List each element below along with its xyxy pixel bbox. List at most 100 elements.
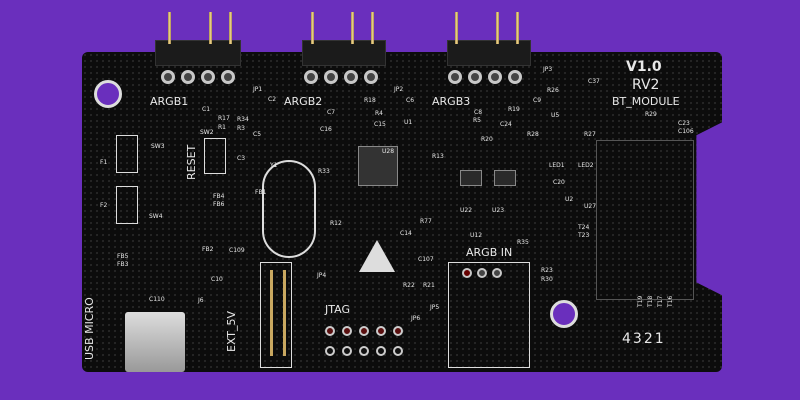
silkscreen-label-jp4: JP4 [317, 272, 327, 279]
silkscreen-label-t23: T23 [578, 232, 590, 239]
reset-label: RESET [185, 144, 198, 180]
silkscreen-label-t24: T24 [578, 224, 590, 231]
header-pin [371, 12, 374, 44]
silkscreen-label-fb3: FB3 [117, 261, 129, 268]
silkscreen-label-r27: R27 [584, 131, 596, 138]
silkscreen-label-c20: C20 [553, 179, 565, 186]
silkscreen-label-c16: C16 [320, 126, 332, 133]
switch-sw4[interactable] [116, 186, 138, 224]
jtag-pin [359, 326, 369, 336]
pad [181, 70, 195, 84]
silkscreen-label-r30: R30 [541, 276, 553, 283]
version-label: V1.0 [626, 59, 662, 75]
silkscreen-label-led2: LED2 [578, 162, 594, 169]
mcu-chip [358, 146, 398, 186]
jtag-label: JTAG [325, 303, 350, 316]
pad [488, 70, 502, 84]
silkscreen-label-r5: R5 [473, 117, 481, 124]
silkscreen-label-r29: R29 [645, 111, 657, 118]
mounting-hole [550, 300, 578, 328]
silkscreen-label-r1: R1 [218, 124, 226, 131]
silkscreen-label-r77: R77 [420, 218, 432, 225]
silkscreen-label-sw2: SW2 [200, 129, 214, 136]
pad [344, 70, 358, 84]
jtag-pin [393, 346, 403, 356]
argb-in-pad [492, 268, 502, 278]
silkscreen-label-j6: J6 [198, 297, 204, 304]
jtag-pin [393, 326, 403, 336]
silkscreen-label-u27: U27 [584, 203, 597, 210]
silkscreen-label-c109: C109 [229, 247, 245, 254]
argb-in-outline [448, 262, 530, 368]
silkscreen-label-r18: R18 [364, 97, 376, 104]
silkscreen-label-r34: R34 [237, 116, 249, 123]
bt-module-outline [596, 140, 694, 300]
silkscreen-label-r33: R33 [318, 168, 330, 175]
jumper-pin [270, 270, 273, 356]
pad [468, 70, 482, 84]
silkscreen-label-fb1: FB1 [255, 189, 267, 196]
bt-module-label: BT_MODULE [612, 95, 680, 108]
label-argb1: ARGB1 [150, 95, 189, 108]
revision-label: RV2 [632, 77, 660, 93]
ext-5v-label: EXT_5V [225, 310, 238, 352]
silkscreen-label-sw3: SW3 [151, 143, 165, 150]
header-pin [311, 12, 314, 44]
argb1-header [155, 40, 241, 66]
silkscreen-label-jp6: JP6 [411, 315, 421, 322]
jumper-pin [283, 270, 286, 356]
usb-micro-label: USB MICRO [83, 297, 96, 360]
header-pin [351, 12, 354, 44]
pad [364, 70, 378, 84]
silkscreen-label-sw4: SW4 [149, 213, 163, 220]
silkscreen-label-c37: C37 [588, 78, 600, 85]
header-pin [455, 12, 458, 44]
silkscreen-label-c110: C110 [149, 296, 165, 303]
silkscreen-label-c3: C3 [237, 155, 246, 162]
silkscreen-label-c9: C9 [533, 97, 542, 104]
silkscreen-label-fb4: FB4 [213, 193, 225, 200]
silkscreen-label-jp2: JP2 [394, 86, 404, 93]
silkscreen-label-c2: C2 [268, 96, 277, 103]
pcb-board [82, 52, 722, 372]
silkscreen-label-jp3: JP3 [543, 66, 553, 73]
reset-button[interactable] [204, 138, 226, 174]
silkscreen-label-r17: R17 [218, 115, 230, 122]
ic-chip [460, 170, 482, 186]
silkscreen-label-f2: F2 [100, 202, 108, 209]
argb3-header [447, 40, 531, 66]
silkscreen-label-y1: Y1 [270, 162, 278, 169]
silkscreen-label-r21: R21 [423, 282, 435, 289]
usb-micro-connector[interactable] [125, 312, 185, 372]
silkscreen-label-c6: C6 [406, 97, 415, 104]
silkscreen-label-r35: R35 [517, 239, 529, 246]
silkscreen-label-u2: U2 [565, 196, 574, 203]
jtag-pin [325, 346, 335, 356]
argb-in-pad [462, 268, 472, 278]
silkscreen-label-t19: T19 [637, 295, 644, 307]
argb-in-pad [477, 268, 487, 278]
silkscreen-label-c107: C107 [418, 256, 434, 263]
switch-sw3[interactable] [116, 135, 138, 173]
silkscreen-label-c23: C23 [678, 120, 690, 127]
silkscreen-label-r19: R19 [508, 106, 520, 113]
silkscreen-label-jp1: JP1 [253, 86, 263, 93]
silkscreen-label-r22: R22 [403, 282, 415, 289]
argb-in-label: ARGB IN [466, 246, 513, 259]
silkscreen-label-r4: R4 [375, 110, 383, 117]
silkscreen-label-c10: C10 [211, 276, 223, 283]
silkscreen-label-fb2: FB2 [202, 246, 214, 253]
silkscreen-label-r12: R12 [330, 220, 342, 227]
silkscreen-label-jp5: JP5 [430, 304, 440, 311]
silkscreen-label-r20: R20 [481, 136, 493, 143]
silkscreen-label-c106: C106 [678, 128, 694, 135]
label-argb3: ARGB3 [432, 95, 471, 108]
silkscreen-label-c5: C5 [253, 131, 262, 138]
jtag-pin [325, 326, 335, 336]
silkscreen-label-r28: R28 [527, 131, 539, 138]
jtag-pin [342, 326, 352, 336]
silkscreen-label-u12: U12 [470, 232, 483, 239]
jtag-pin [376, 346, 386, 356]
esd-warning-icon [359, 240, 395, 272]
silkscreen-label-t17: T17 [657, 295, 664, 307]
